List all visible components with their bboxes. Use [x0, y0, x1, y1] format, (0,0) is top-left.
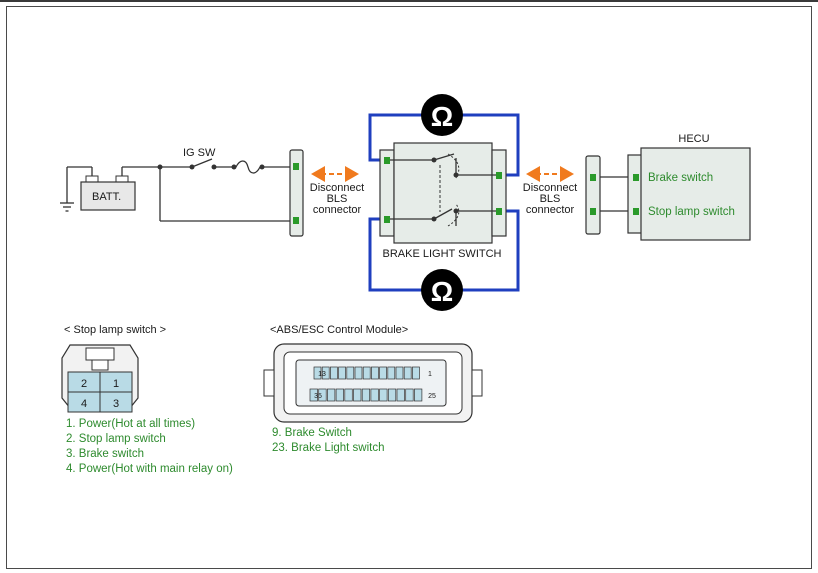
- battery-icon: [80, 181, 136, 211]
- slsw-pin-2: 2: [81, 378, 87, 390]
- hecu-label: HECU: [678, 133, 709, 145]
- left-disconnect-label-1: Disconnect: [310, 182, 364, 194]
- left-bls-connector: [289, 149, 304, 237]
- abs-legend-2: 23. Brake Light switch: [272, 442, 385, 454]
- stop-lamp-switch-connector: < Stop lamp switch > 2 1 4 3 1. Power(Ho…: [61, 324, 233, 475]
- abs-pin-25: 25: [428, 393, 436, 400]
- slsw-pin-1: 1: [113, 378, 119, 390]
- abs-pin-cell: [362, 366, 371, 380]
- abs-pin-cell: [354, 366, 363, 380]
- abs-legend-1: 9. Brake Switch: [272, 427, 352, 439]
- abs-pin-cell: [396, 388, 405, 402]
- abs-pin-cell: [353, 388, 362, 402]
- right-bls-connector: [585, 155, 633, 235]
- left-disconnect-label-2: BLS: [327, 193, 348, 205]
- right-disconnect-label-2: BLS: [540, 193, 561, 205]
- battery-label: BATT.: [92, 191, 121, 203]
- abs-pin-13: 13: [318, 371, 326, 378]
- slsw-pin-4: 4: [81, 398, 87, 410]
- brake-light-switch: BRAKE LIGHT SWITCH Ω Ω: [368, 94, 520, 311]
- abs-pin-cell: [330, 366, 338, 380]
- abs-pin-cell: [313, 366, 322, 380]
- diagram-frame: [6, 6, 812, 569]
- abs-pin-1: 1: [428, 371, 432, 378]
- abs-pin-cell: [344, 388, 353, 402]
- slsw-legend-4: 4. Power(Hot with main relay on): [66, 463, 233, 475]
- svg-text:Ω: Ω: [431, 276, 453, 307]
- ignition-circuit: IG SW: [157, 147, 293, 222]
- ohmmeter-top-icon: Ω: [421, 94, 463, 136]
- abs-pin-cell: [414, 388, 423, 402]
- right-disconnect-label-3: connector: [526, 204, 575, 216]
- abs-pin-cell: [309, 388, 318, 402]
- hecu-brake-switch-label: Brake switch: [648, 172, 713, 184]
- slsw-legend-3: 3. Brake switch: [66, 448, 144, 460]
- slsw-legend-2: 2. Stop lamp switch: [66, 433, 166, 445]
- left-disconnect-label-3: connector: [313, 204, 362, 216]
- right-disconnect-label-1: Disconnect: [523, 182, 577, 194]
- abs-pin-cell: [327, 388, 336, 402]
- slsw-legend-1: 1. Power(Hot at all times): [66, 418, 195, 430]
- abs-pin-cell: [371, 366, 379, 380]
- svg-text:Ω: Ω: [431, 101, 453, 132]
- abs-pin-cell: [412, 366, 420, 380]
- fuse-icon: [235, 160, 261, 174]
- abs-pin-cell: [405, 388, 414, 402]
- hecu-stop-lamp-switch-label: Stop lamp switch: [648, 206, 735, 218]
- abs-pin-cell: [379, 388, 388, 402]
- stop-lamp-switch-title: < Stop lamp switch >: [64, 324, 166, 336]
- abs-pin-cell: [335, 388, 344, 402]
- abs-pin-cell: [370, 388, 379, 402]
- abs-pin-cell: [318, 388, 327, 402]
- ig-switch-icon: [191, 158, 213, 168]
- ohmmeter-bottom-icon: Ω: [421, 269, 463, 311]
- abs-pin-cell: [346, 366, 355, 380]
- abs-pin-cell: [387, 366, 396, 380]
- ground-icon: [60, 202, 74, 212]
- abs-pin-cell: [379, 366, 387, 380]
- abs-pin-35: 35: [314, 393, 322, 400]
- abs-pin-cell: [403, 366, 412, 380]
- abs-pin-cell: [321, 366, 330, 380]
- abs-pin-row-top: [313, 366, 420, 380]
- abs-pin-cell: [395, 366, 404, 380]
- slsw-pin-3: 3: [113, 398, 119, 410]
- abs-module-title: <ABS/ESC Control Module>: [270, 324, 408, 336]
- abs-pin-cell: [387, 388, 397, 402]
- brake-light-switch-label: BRAKE LIGHT SWITCH: [383, 248, 502, 260]
- hecu-module: HECU Brake switch Stop lamp switch: [627, 133, 751, 241]
- abs-esc-module-connector: <ABS/ESC Control Module> 13 1 35 25 9. B…: [263, 324, 483, 454]
- ig-switch-label: IG SW: [183, 147, 216, 159]
- abs-pin-cell: [338, 366, 346, 380]
- battery-group: BATT.: [60, 166, 160, 212]
- top-edge-line: [0, 0, 818, 2]
- abs-pin-row-bottom: [309, 388, 423, 402]
- abs-pin-cell: [361, 388, 371, 402]
